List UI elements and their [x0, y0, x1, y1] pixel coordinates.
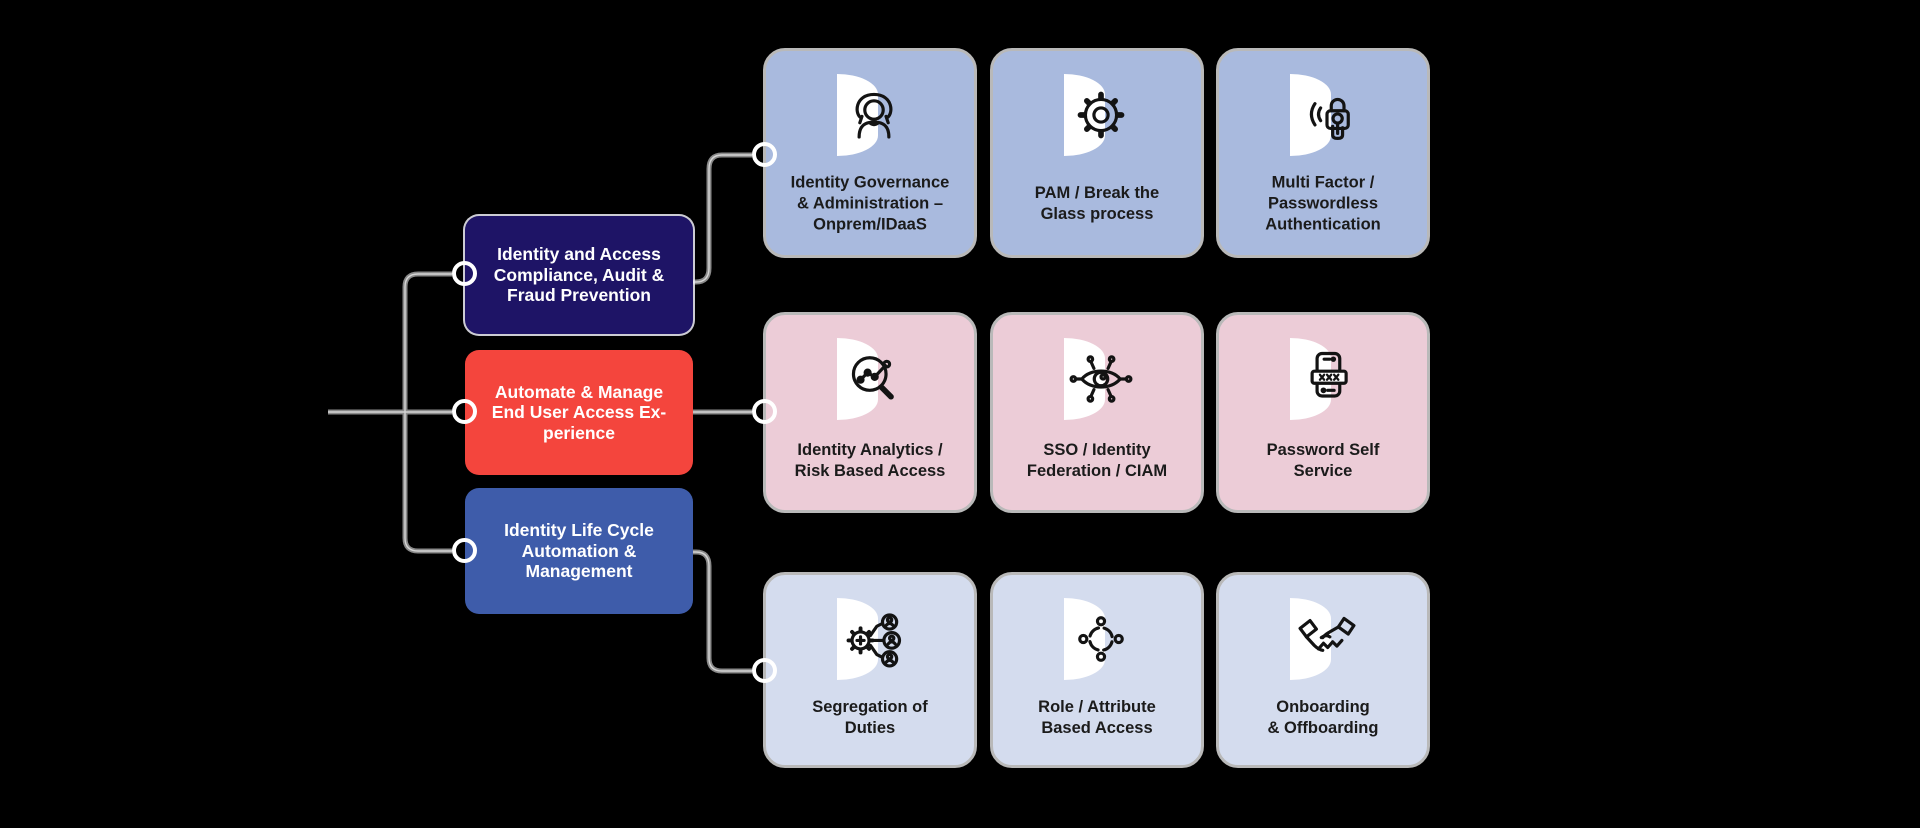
card-label: Password Self Service [1266, 441, 1380, 481]
card-label: Segregation of Duties [812, 697, 928, 737]
gear-icon [1067, 81, 1135, 149]
node-identity-compliance[interactable]: Identity and Access Compliance, Audit & … [465, 216, 693, 334]
card-pam-break-glass[interactable]: PAM / Break the Glass process [990, 48, 1204, 258]
card-role-attribute-access[interactable]: Role / Attribute Based Access [990, 572, 1204, 768]
handshake-icon [1293, 605, 1361, 673]
connector-node [752, 399, 777, 424]
node-automate-access-experience[interactable]: Automate & Manage End User Access Ex- pe… [465, 350, 693, 475]
card-identity-analytics[interactable]: Identity Analytics / Risk Based Access [763, 312, 977, 513]
connector-node [752, 658, 777, 683]
card-label: Multi Factor / Passwordless Authenticati… [1265, 173, 1381, 234]
card-password-self-service[interactable]: Password Self Service [1216, 312, 1430, 513]
eye-network-icon [1067, 345, 1135, 413]
biometric-lock-icon [1293, 81, 1361, 149]
card-label: Role / Attribute Based Access [1038, 697, 1156, 737]
phone-password-icon [1293, 345, 1361, 413]
card-label: Identity Analytics / Risk Based Access [794, 441, 946, 481]
card-label: Onboarding & Offboarding [1267, 697, 1379, 737]
node-identity-lifecycle[interactable]: Identity Life Cycle Automation & Managem… [465, 488, 693, 614]
card-label: SSO / Identity Federation / CIAM [1026, 441, 1168, 481]
card-label: Identity Governance & Administration – O… [790, 173, 950, 234]
connector-node [452, 261, 477, 286]
gear-users-icon [840, 605, 908, 673]
connector-node [452, 538, 477, 563]
round-table-icon [1067, 605, 1135, 673]
card-onboarding-offboarding[interactable]: Onboarding & Offboarding [1216, 572, 1430, 768]
connector-node [452, 399, 477, 424]
card-multifactor-auth[interactable]: Multi Factor / Passwordless Authenticati… [1216, 48, 1430, 258]
card-identity-governance[interactable]: Identity Governance & Administration – O… [763, 48, 977, 258]
card-sso-federation[interactable]: SSO / Identity Federation / CIAM [990, 312, 1204, 513]
card-segregation-of-duties[interactable]: Segregation of Duties [763, 572, 977, 768]
card-label: PAM / Break the Glass process [1034, 184, 1160, 223]
connector-node [752, 142, 777, 167]
halfdisc-decoration [1064, 598, 1105, 680]
analytics-magnifier-icon [840, 345, 908, 413]
persona-icon [840, 81, 908, 149]
